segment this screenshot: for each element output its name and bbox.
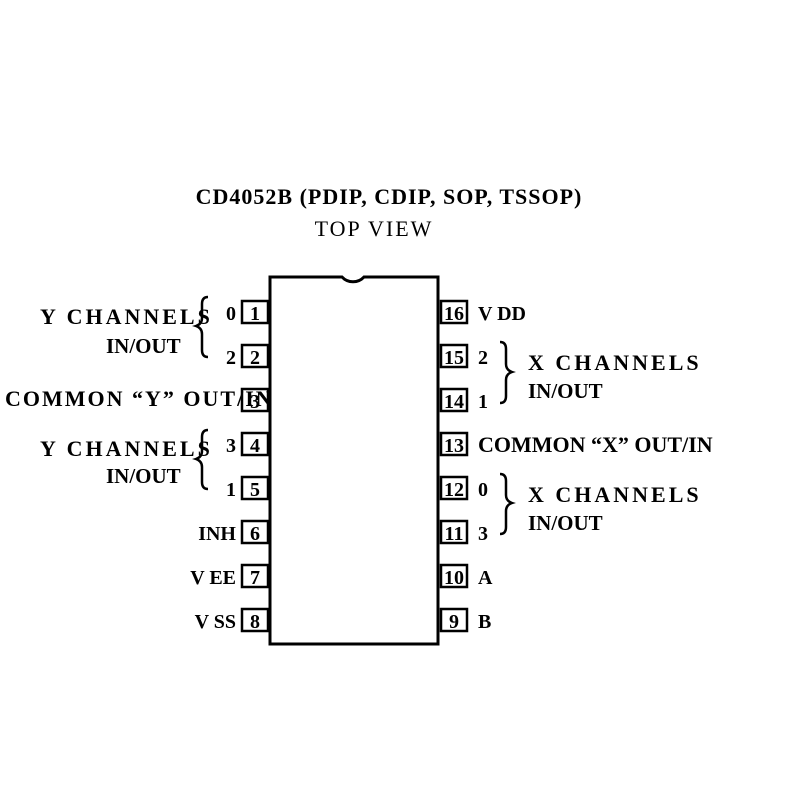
pin-box-left [240,387,270,413]
pin-number-right: 10 [444,567,464,589]
pin-box-right [439,343,469,369]
pin-box-left [240,607,270,633]
pin-number-right: 15 [444,347,464,369]
x-channels-top-label: X CHANNELS [528,350,702,375]
pin-number-left: 2 [250,347,260,369]
pin-number-right: 9 [449,611,459,633]
common-y-label: COMMON “Y” OUT/IN [5,386,274,411]
pin-label-right: COMMON “X” OUT/IN [478,432,713,457]
pin-label-left: V SS [195,611,236,633]
pin-box-left [240,431,270,457]
pin-label-right: 1 [478,391,488,413]
pin-label-left: V EE [190,567,236,589]
pin-label-left: 0 [226,303,236,325]
pin-box-right [439,475,469,501]
pin-number-right: 13 [444,435,464,457]
pin-box-left [240,299,270,325]
pin-label-right: 2 [478,347,488,369]
brace-x-top [499,340,516,405]
y-channels-top-label: Y CHANNELS [40,304,213,329]
pin-box-left [240,563,270,589]
pin-number-left: 4 [250,435,260,457]
pin-number-left: 6 [250,523,260,545]
x-channels-bottom-inout-label: IN/OUT [528,511,603,535]
brace-y-top [192,295,209,359]
pin-label-left: 2 [226,347,236,369]
pin-label-left: INH [198,523,236,545]
pin-number-right: 11 [445,523,464,545]
chip-subtitle: TOP VIEW [314,216,434,241]
pin-box-right [439,607,469,633]
pin-box-left [240,475,270,501]
pin-box-right [439,563,469,589]
pin-label-right: B [478,611,491,633]
pin-box-right [439,431,469,457]
pin-number-left: 7 [250,567,260,589]
pin-number-left: 1 [250,303,260,325]
pin-label-right: 3 [478,523,488,545]
pin-box-right [439,299,469,325]
brace-x-bottom [499,472,516,536]
pin-number-left: 3 [250,391,260,413]
y-channels-bottom-label: Y CHANNELS [40,436,213,461]
y-channels-bottom-inout-label: IN/OUT [106,464,181,488]
pin-label-right: A [478,567,493,589]
pin-label-left: 3 [226,435,236,457]
chip-title: CD4052B (PDIP, CDIP, SOP, TSSOP) [195,184,583,209]
pin-number-left: 8 [250,611,260,633]
pin-label-right: V DD [478,303,526,325]
pin-label-right: 0 [478,479,488,501]
y-channels-top-inout-label: IN/OUT [106,334,181,358]
pin-number-right: 12 [444,479,464,501]
brace-y-bottom [192,428,209,491]
pin-number-left: 5 [250,479,260,501]
pin-box-right [439,387,469,413]
pin-box-left [240,519,270,545]
chip-body [268,275,440,646]
pin-number-right: 16 [444,303,464,325]
pin-box-left [240,343,270,369]
x-channels-bottom-label: X CHANNELS [528,482,702,507]
pin-label-left: 1 [226,479,236,501]
pin-number-right: 14 [444,391,464,413]
x-channels-top-inout-label: IN/OUT [528,379,603,403]
pin-box-right [439,519,469,545]
